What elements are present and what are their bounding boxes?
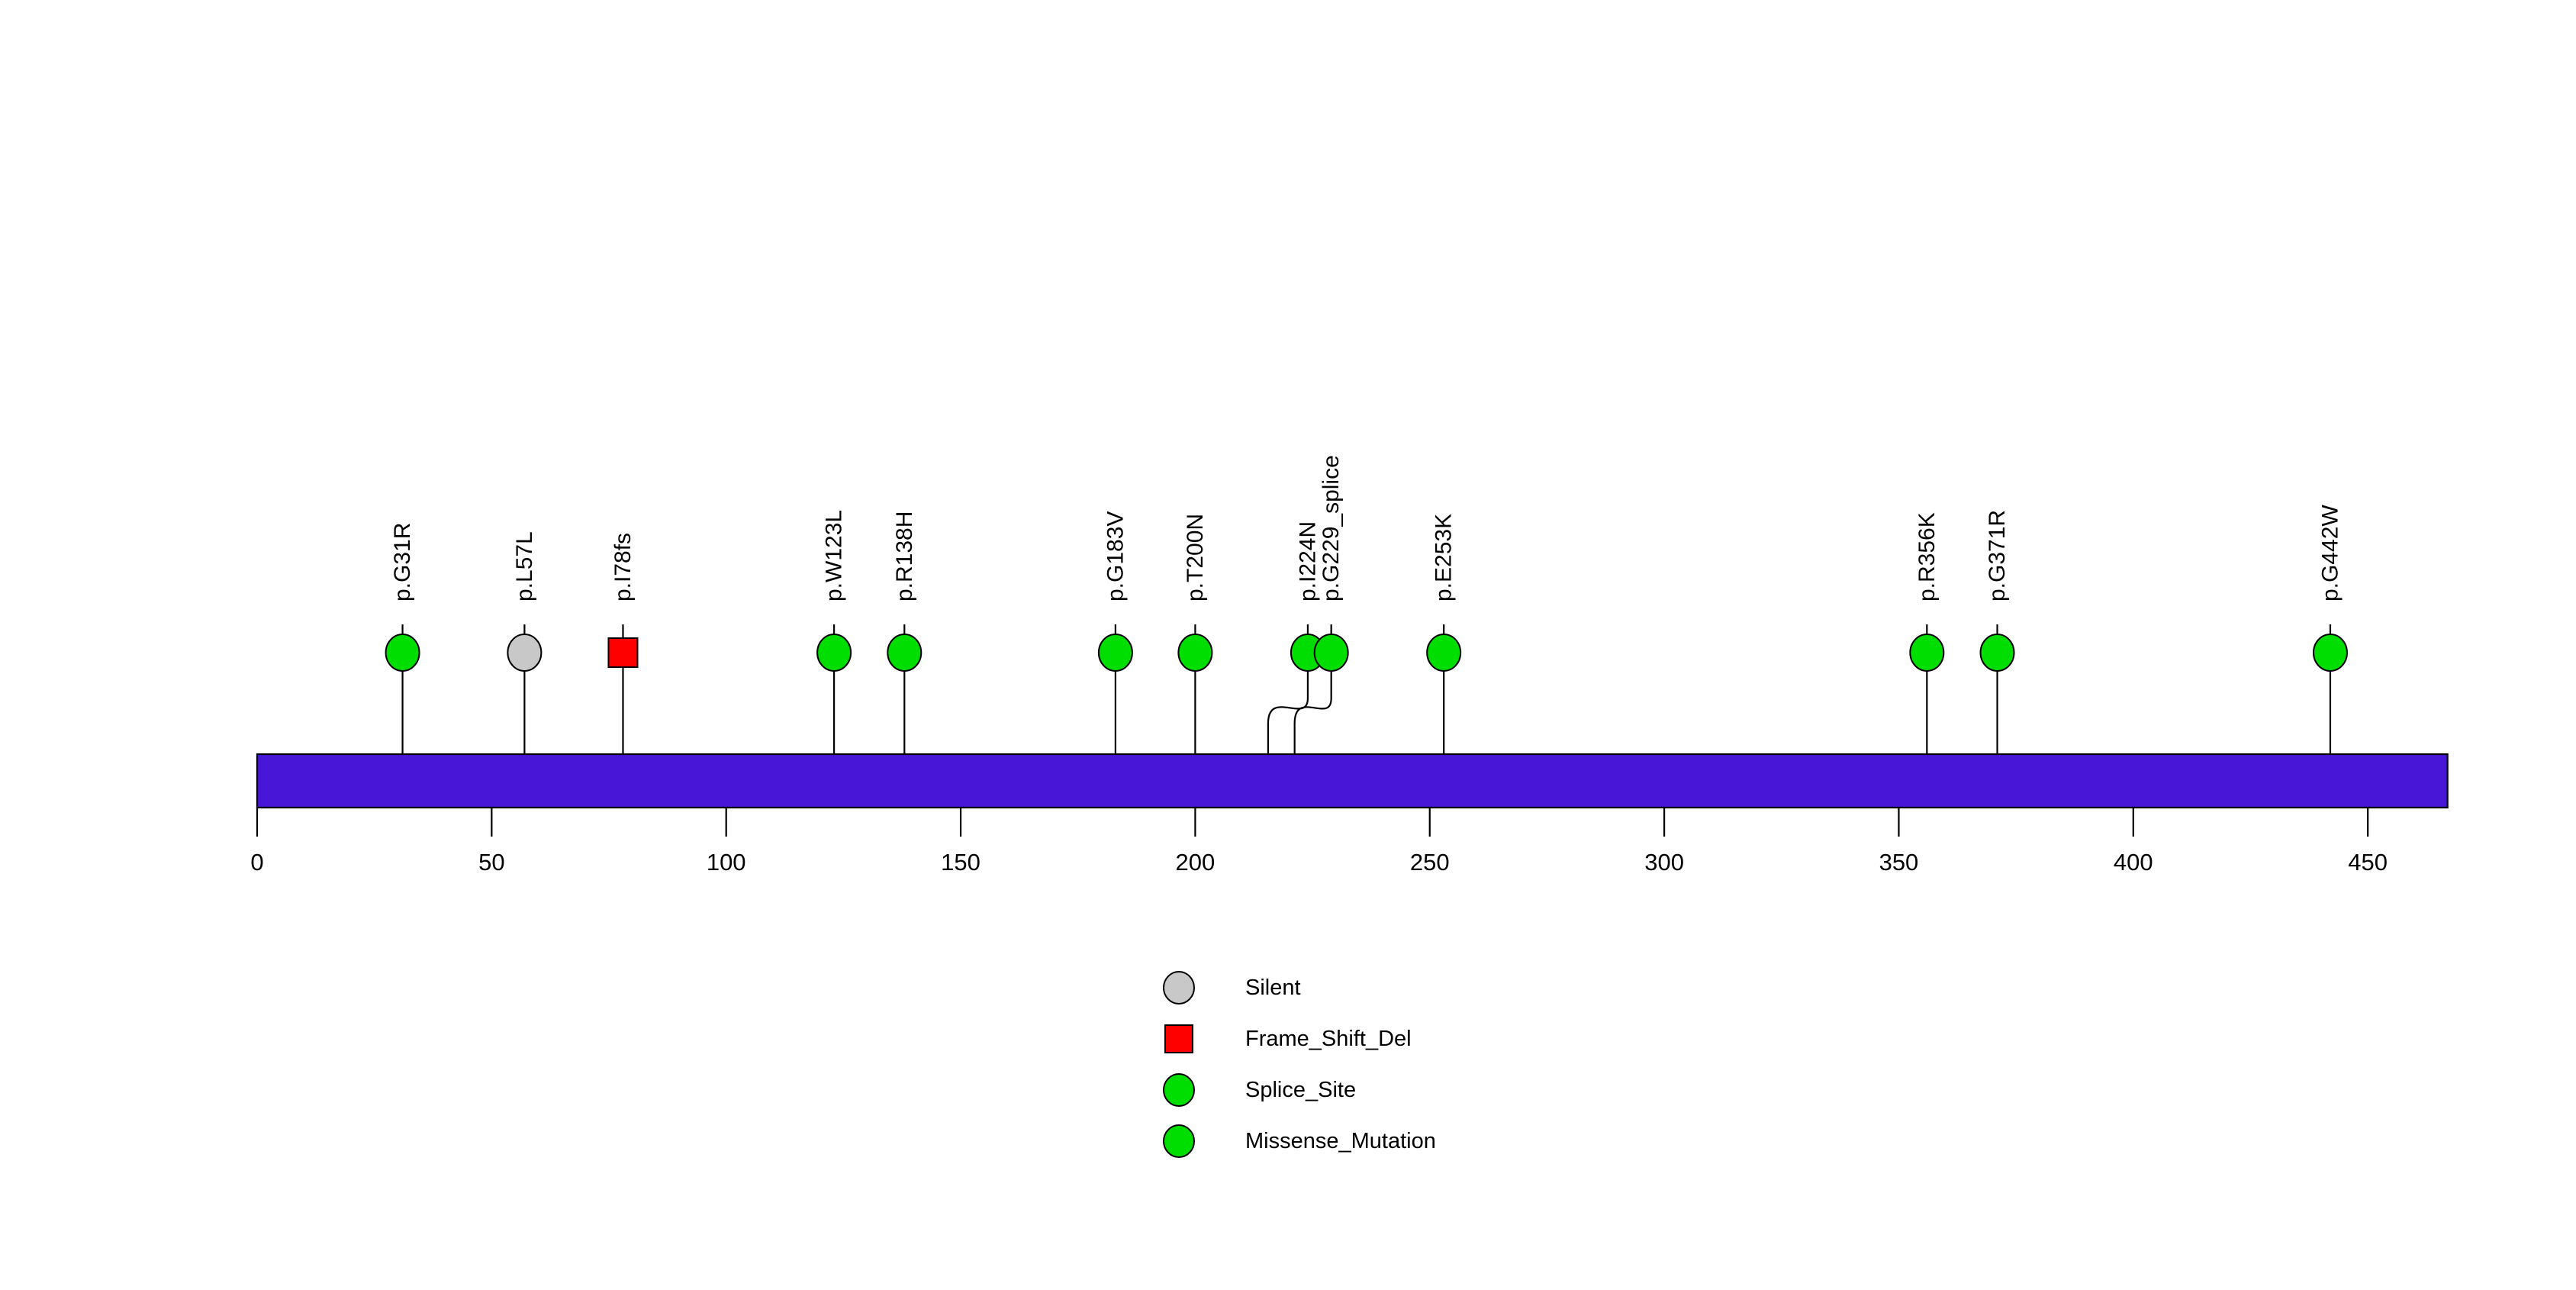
legend-label-frame-shift-del: Frame_Shift_Del (1245, 1027, 1412, 1051)
lollipop-head-missense-mutation[interactable] (1177, 634, 1213, 672)
protein-bar-group (256, 753, 2449, 809)
mutation-label: p.G31R (390, 523, 415, 601)
legend-label-missense-mutation: Missense_Mutation (1245, 1129, 1436, 1153)
x-axis-tick-label: 450 (2348, 849, 2388, 876)
mutation-label: p.G371R (1985, 510, 2010, 601)
lollipop-head-frame-shift-del[interactable] (607, 637, 639, 668)
mutation-label: p.I78fs (610, 533, 636, 601)
x-axis-tick-label: 150 (941, 849, 980, 876)
legend-swatch-splice-site[interactable] (1163, 1073, 1195, 1107)
mutation-label: p.G229_splice (1319, 455, 1344, 601)
lollipop-head-missense-mutation[interactable] (2312, 634, 2348, 672)
legend-swatch-frame-shift-del[interactable] (1164, 1024, 1193, 1053)
lollipop-head-missense-mutation[interactable] (1097, 634, 1133, 672)
mutation-label: p.G183V (1103, 511, 1128, 601)
mutation-label: p.W123L (822, 510, 847, 601)
x-axis-tick-label: 50 (478, 849, 504, 876)
lollipop-head-splice-site[interactable] (1313, 634, 1349, 672)
lollipop-stem (1293, 624, 1332, 808)
mutation-label: p.R356K (1914, 512, 1940, 601)
mutation-label: p.L57L (512, 531, 537, 601)
mutation-label: p.T200N (1183, 514, 1208, 601)
x-axis-tick-label: 400 (2114, 849, 2153, 876)
lollipop-head-missense-mutation[interactable] (816, 634, 852, 672)
lollipop-stem (1267, 624, 1309, 808)
mutation-label: p.R138H (892, 511, 917, 601)
x-axis-tick-label: 300 (1644, 849, 1684, 876)
x-axis-tick-label: 250 (1410, 849, 1450, 876)
lollipop-head-missense-mutation[interactable] (1979, 634, 2015, 672)
lollipop-head-missense-mutation[interactable] (385, 634, 420, 672)
legend-label-silent: Silent (1245, 976, 1301, 1000)
x-axis-tick-label: 200 (1176, 849, 1216, 876)
legend-swatch-missense-mutation[interactable] (1163, 1124, 1195, 1158)
legend-swatch-silent[interactable] (1163, 971, 1195, 1005)
x-axis-tick-label: 0 (250, 849, 263, 876)
mutation-labels-group: p.G31R p.L57L p.I78fs p.W123L p.R138H p.G183V… (390, 455, 2343, 601)
lollipop-heads-group (385, 634, 2348, 672)
mutation-label: p.E253K (1431, 514, 1457, 601)
x-axis-tick-label: 350 (1879, 849, 1919, 876)
lollipop-head-missense-mutation[interactable] (887, 634, 923, 672)
lollipop-head-silent[interactable] (507, 634, 543, 672)
legend-label-splice-site: Splice_Site (1245, 1078, 1356, 1102)
x-axis-tick-label: 100 (707, 849, 746, 876)
protein-backbone-bar (256, 753, 2449, 809)
legend-group: SilentFrame_Shift_DelSplice_SiteMissense… (1163, 971, 1436, 1158)
lollipop-head-missense-mutation[interactable] (1426, 634, 1462, 672)
x-axis-group: 0 50 100 150 200 250 300 350 400 450 (250, 808, 2388, 876)
mutation-label: p.G442W (2317, 505, 2343, 601)
lollipop-head-missense-mutation[interactable] (1909, 634, 1945, 672)
mutation-label: p.I224N (1295, 521, 1320, 601)
